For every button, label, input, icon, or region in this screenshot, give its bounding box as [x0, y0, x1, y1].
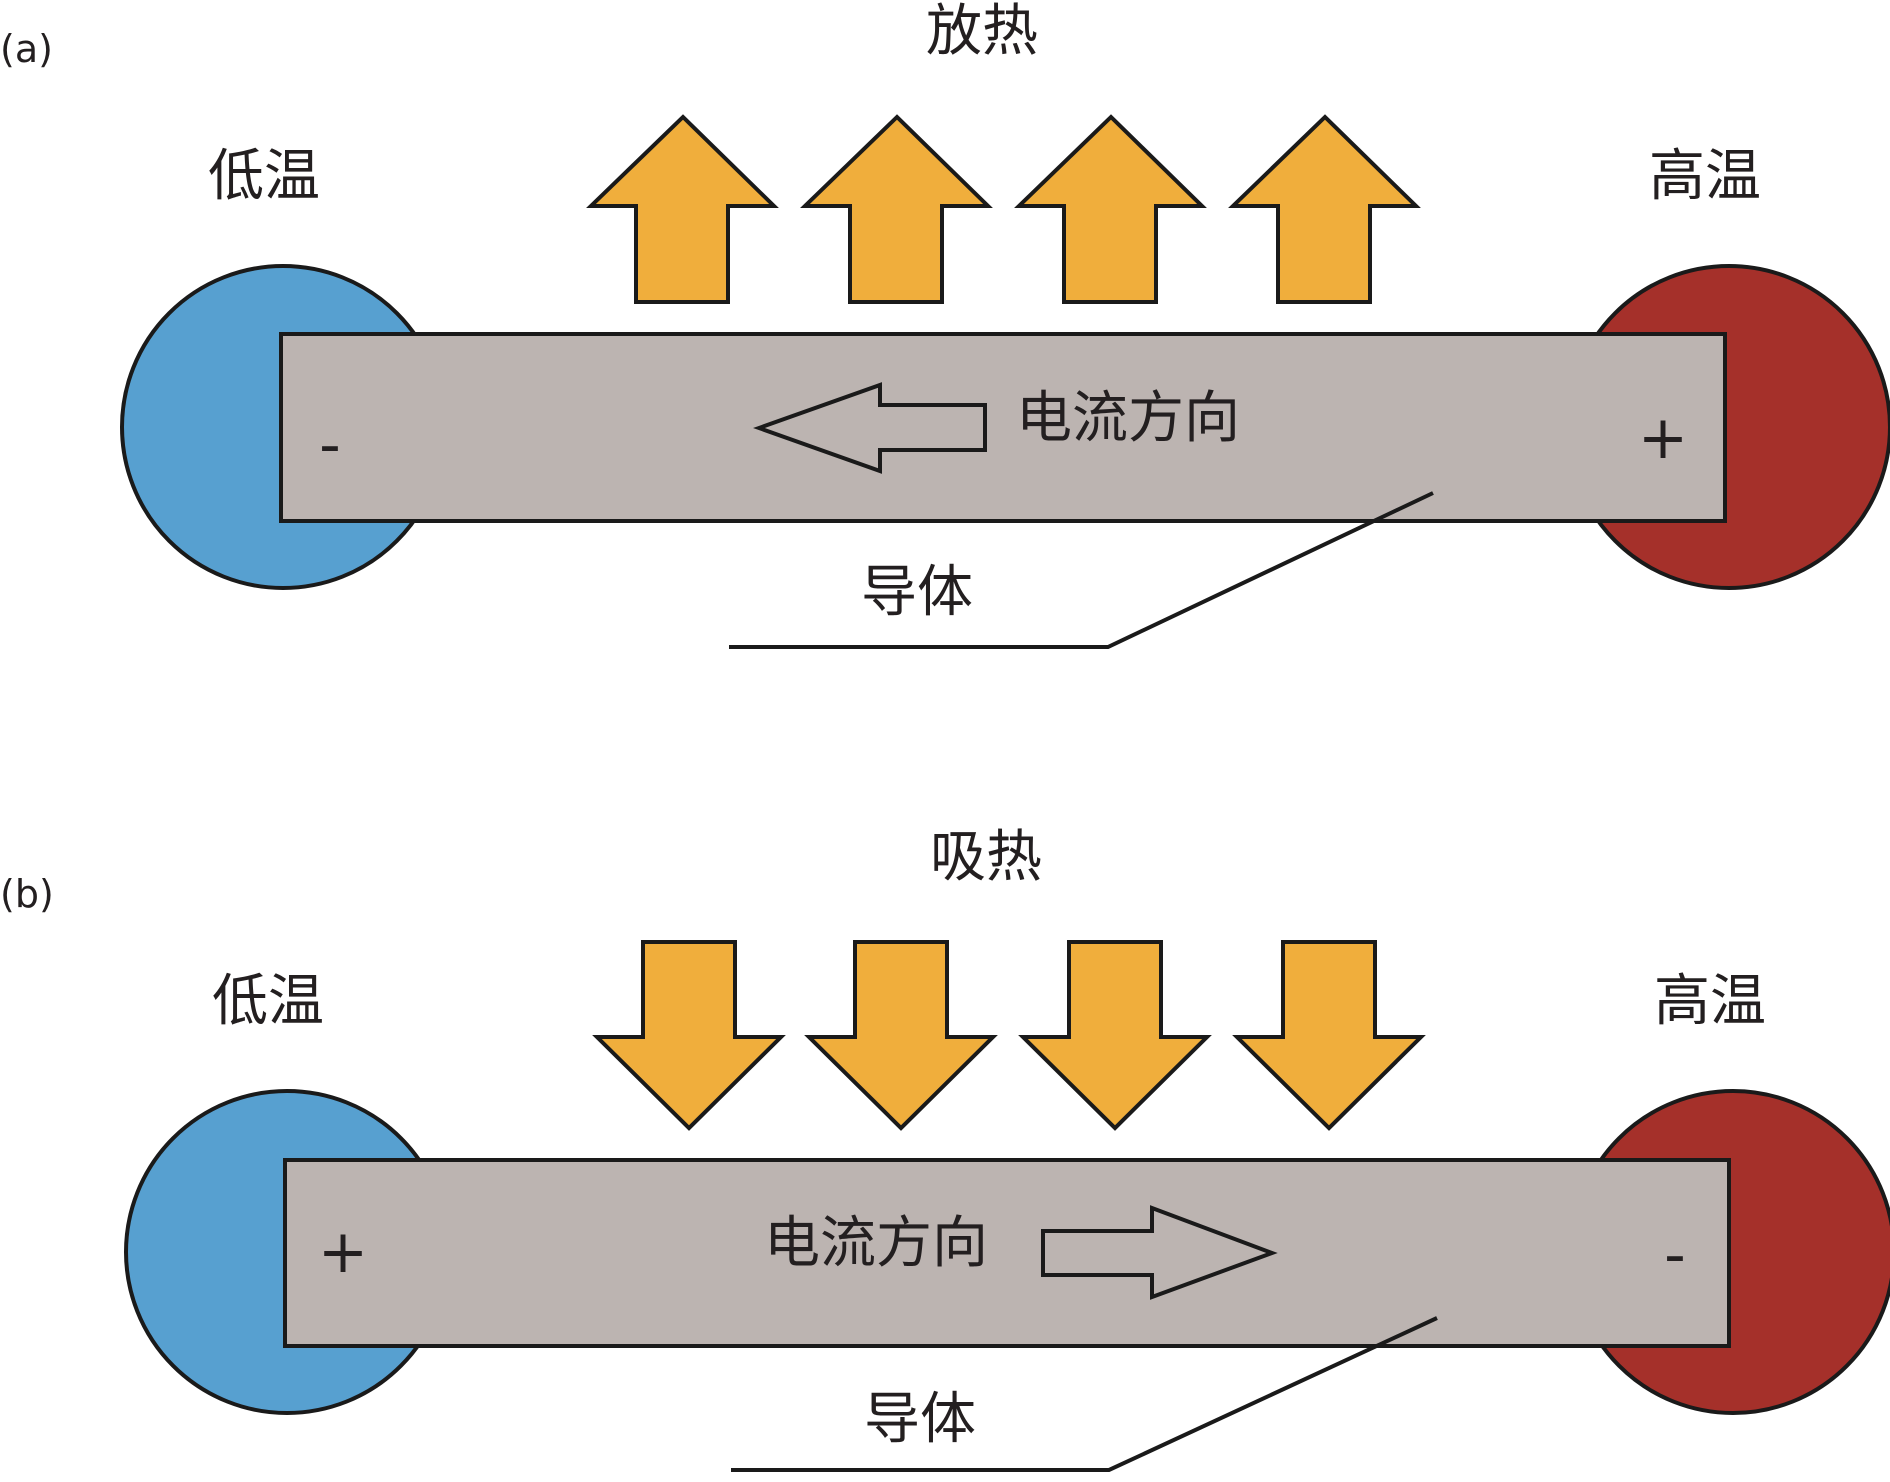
heat-absorb-arrow-3 — [1018, 940, 1212, 1131]
panel-b-conductor — [283, 1158, 1731, 1348]
heat-release-arrow-4 — [1228, 114, 1421, 304]
panel-b-hot-label: 高温 — [1654, 969, 1766, 1034]
panel-b-current-arrow — [1041, 1205, 1278, 1300]
panel-a-hot-label: 高温 — [1649, 144, 1761, 209]
heat-absorb-arrow-4 — [1232, 940, 1426, 1131]
panel-a-right-sign: + — [1638, 403, 1688, 473]
panel-b-current-label: 电流方向 — [764, 1211, 988, 1276]
panel-a-conductor-leader-line — [729, 491, 1434, 649]
panel-a-current-arrow — [753, 382, 987, 474]
heat-release-arrow-3 — [1014, 114, 1207, 304]
panel-b-heat-label: 吸热 — [930, 825, 1042, 890]
panel-a-heat-label: 放热 — [926, 0, 1038, 64]
heat-absorb-arrow-1 — [592, 940, 786, 1131]
panel-b-left-sign: + — [318, 1217, 368, 1287]
panel-a-heat-arrows — [586, 114, 1421, 304]
panel-a: (a) 放热 低温 高温 - + 电流方向 导体 — [0, 0, 1890, 649]
panel-b-conductor-label: 导体 — [864, 1387, 976, 1452]
heat-absorb-arrow-2 — [804, 940, 998, 1131]
panel-b: (b) 吸热 低温 高温 + - 电流方向 导体 — [0, 825, 1890, 1472]
panel-a-cold-label: 低温 — [208, 144, 320, 209]
panel-a-conductor — [279, 332, 1727, 523]
panel-a-current-label: 电流方向 — [1016, 386, 1240, 451]
heat-release-arrow-2 — [800, 114, 993, 304]
panel-b-label: (b) — [0, 872, 54, 916]
panel-a-label: (a) — [0, 27, 53, 71]
panel-b-conductor-leader-line — [731, 1316, 1438, 1472]
panel-a-conductor-label: 导体 — [861, 560, 973, 625]
panel-b-cold-label: 低温 — [212, 969, 324, 1034]
heat-release-arrow-1 — [586, 114, 779, 304]
panel-b-heat-arrows — [592, 940, 1426, 1131]
panel-b-right-sign: - — [1664, 1220, 1686, 1290]
panel-a-left-sign: - — [319, 410, 341, 480]
